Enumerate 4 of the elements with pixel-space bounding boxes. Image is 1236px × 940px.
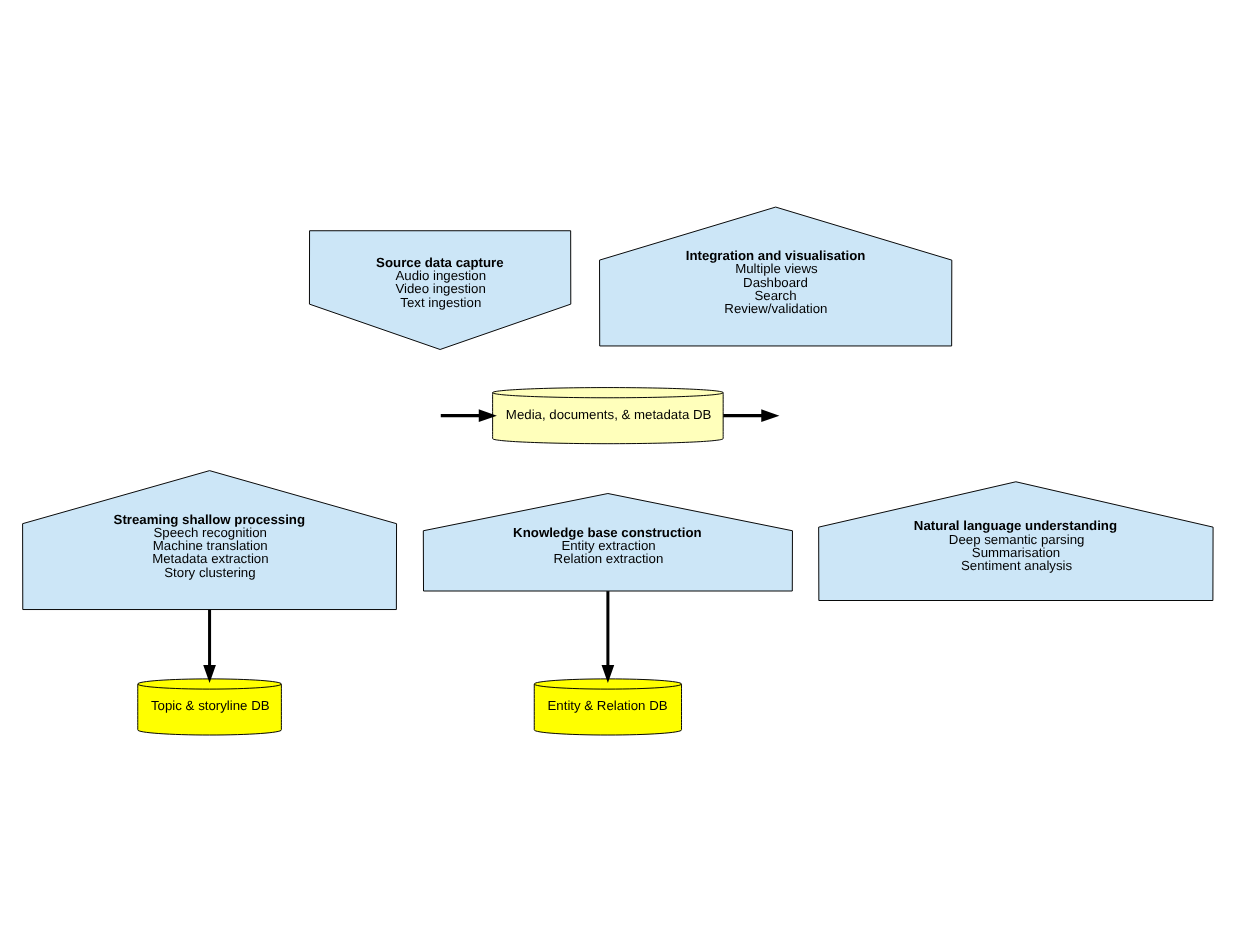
- arrow: [723, 408, 780, 421]
- arrow: [601, 590, 615, 683]
- arrow: [203, 608, 216, 683]
- arrow: [440, 408, 497, 421]
